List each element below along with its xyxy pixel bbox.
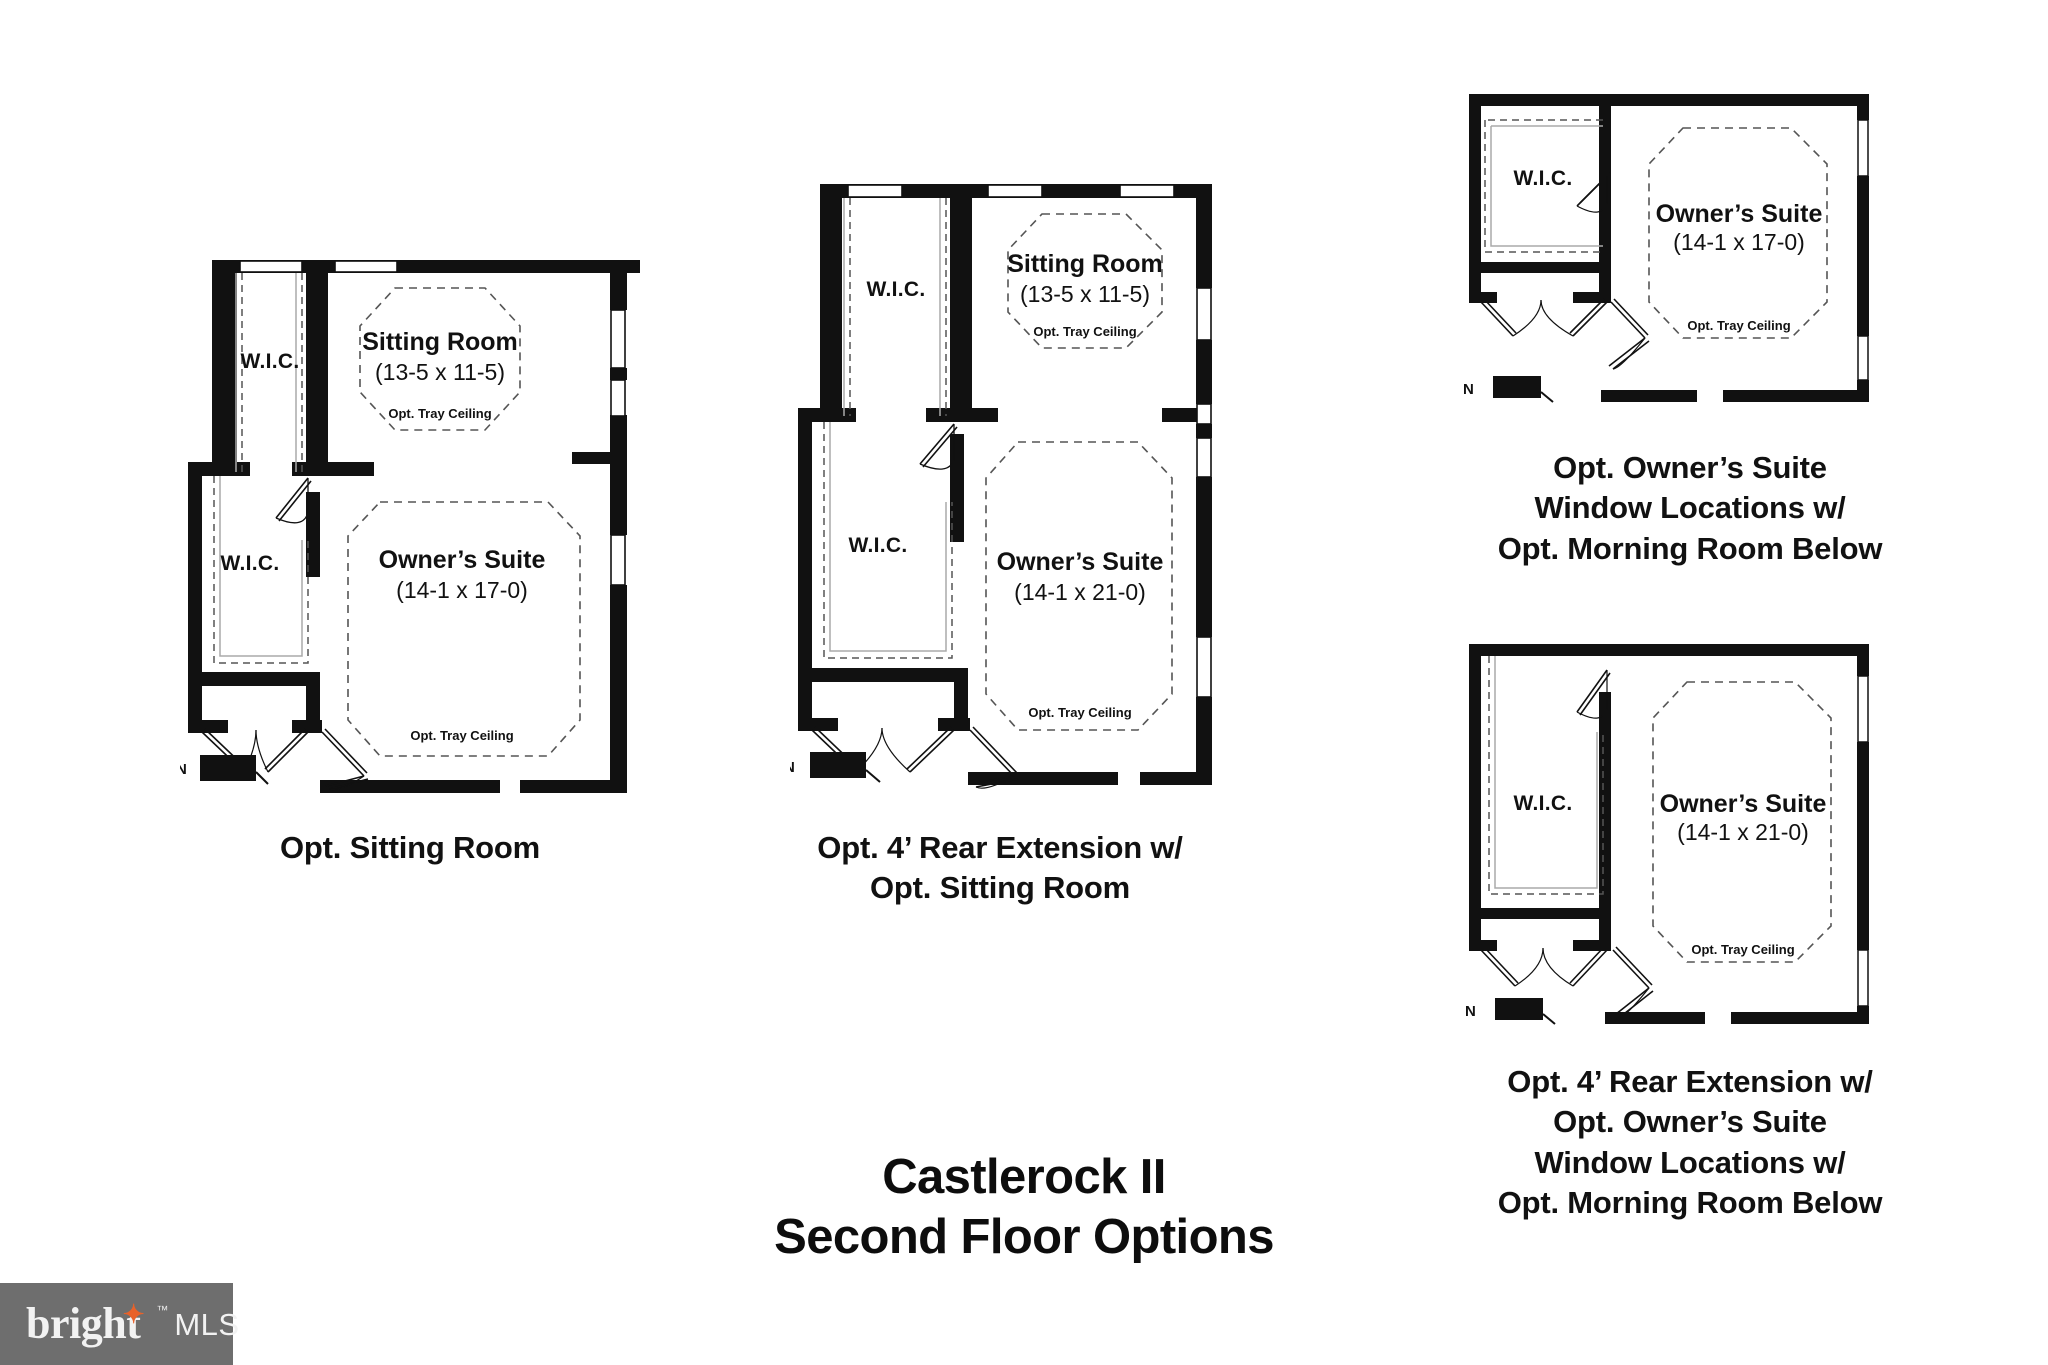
watermark-brand-label: bright bbox=[26, 1299, 141, 1348]
room-label-owners-suite: Owner’s Suite bbox=[379, 546, 546, 574]
north-label: N bbox=[790, 759, 795, 776]
tray-ceiling-owners-suite bbox=[985, 441, 1173, 731]
room-label-sitting-room: Sitting Room bbox=[362, 328, 518, 356]
tray-label-owners-suite: Opt. Tray Ceiling bbox=[410, 728, 513, 743]
north-label: N bbox=[180, 761, 187, 778]
tray-label-owners-suite: Opt. Tray Ceiling bbox=[1691, 942, 1794, 957]
tray-ceiling-owners-suite bbox=[347, 501, 581, 757]
watermark-brand-text: bright ✦ bbox=[26, 1299, 145, 1348]
room-label-wic-2: W.I.C. bbox=[221, 552, 280, 575]
room-dims-owners-suite: (14-1 x 21-0) bbox=[1014, 579, 1146, 605]
floorplan-opt-sitting-room: N W.I.C. W.I.C. Sitting Room (13-5 x 11-… bbox=[180, 240, 640, 810]
north-arrow bbox=[810, 752, 881, 783]
north-label: N bbox=[1465, 1003, 1476, 1020]
star-icon: ✦ bbox=[122, 1300, 145, 1329]
floorplan-opt-4-rear-ext-owners-suite-window-locations: N W.I.C. Owner’s Suite (14-1 x 21-0) Opt… bbox=[1455, 630, 1915, 1050]
room-label-owners-suite: Owner’s Suite bbox=[1656, 200, 1823, 228]
tray-label-sitting-room: Opt. Tray Ceiling bbox=[388, 406, 491, 421]
room-label-owners-suite: Owner’s Suite bbox=[997, 548, 1164, 576]
tray-label-sitting-room: Opt. Tray Ceiling bbox=[1033, 324, 1136, 339]
north-arrow bbox=[1495, 998, 1556, 1025]
bright-mls-watermark: bright ✦ ™ MLS bbox=[0, 1283, 239, 1365]
door-leaf-wic bbox=[275, 477, 309, 519]
plan-caption-opt-owners-suite-window-locations: Opt. Owner’s Suite Window Locations w/ O… bbox=[1497, 450, 1883, 566]
tray-label-owners-suite: Opt. Tray Ceiling bbox=[1687, 318, 1790, 333]
wall-left-upper bbox=[212, 260, 237, 475]
room-dims-owners-suite: (14-1 x 21-0) bbox=[1677, 819, 1809, 845]
plan-caption-opt-sitting-room: Opt. Sitting Room bbox=[279, 830, 541, 865]
room-dims-sitting-room: (13-5 x 11-5) bbox=[1020, 281, 1150, 307]
room-label-wic-2: W.I.C. bbox=[849, 534, 908, 557]
watermark-trademark: ™ bbox=[156, 1303, 169, 1317]
room-label-wic-1: W.I.C. bbox=[867, 278, 926, 301]
plan-caption-opt-4-rear-ext-sitting-room: Opt. 4’ Rear Extension w/ Opt. Sitting R… bbox=[817, 830, 1183, 906]
room-label-wic-1: W.I.C. bbox=[241, 350, 300, 373]
closet-shelf-lower bbox=[213, 476, 309, 664]
floorplan-opt-owners-suite-window-locations: N W.I.C. Owner’s Suite (14-1 x 17-0) Opt… bbox=[1455, 80, 1915, 420]
room-label-owners-suite: Owner’s Suite bbox=[1660, 790, 1827, 818]
room-dims-owners-suite: (14-1 x 17-0) bbox=[1673, 229, 1805, 255]
north-arrow bbox=[1493, 376, 1554, 403]
tray-ceiling-owners-suite bbox=[1652, 681, 1832, 963]
tray-label-owners-suite: Opt. Tray Ceiling bbox=[1028, 705, 1131, 720]
tray-ceiling-sitting-room bbox=[1007, 213, 1163, 349]
room-label-sitting-room: Sitting Room bbox=[1007, 250, 1163, 278]
plan-caption-opt-4-rear-ext-owners-suite-window-locations: Opt. 4’ Rear Extension w/ Opt. Owner’s S… bbox=[1497, 1064, 1883, 1220]
north-label: N bbox=[1463, 381, 1474, 398]
room-dims-sitting-room: (13-5 x 11-5) bbox=[375, 359, 505, 385]
watermark-mls-label: MLS bbox=[174, 1306, 240, 1342]
tray-ceiling-sitting-room bbox=[359, 287, 521, 431]
room-dims-owners-suite: (14-1 x 17-0) bbox=[396, 577, 528, 603]
room-label-wic: W.I.C. bbox=[1514, 167, 1573, 190]
north-arrow bbox=[200, 755, 269, 785]
room-label-wic: W.I.C. bbox=[1514, 792, 1573, 815]
floorplan-opt-4-rear-ext-sitting-room: N W.I.C. W.I.C. Sitting Room (13-5 x 11-… bbox=[790, 172, 1240, 812]
wall-mid-upper bbox=[306, 260, 328, 475]
